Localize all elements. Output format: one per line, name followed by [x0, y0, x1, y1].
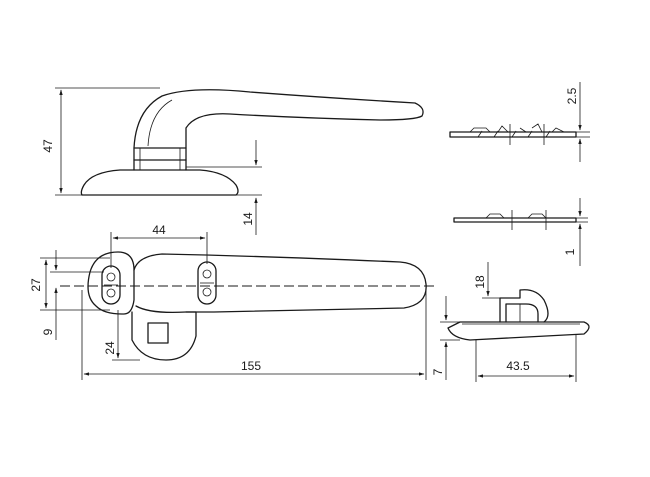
backplate-side-view [449, 123, 577, 145]
dim-47-label: 47 [41, 139, 55, 153]
dim-44-label: 44 [152, 223, 166, 237]
dimension-43-5: 43.5 [475, 334, 577, 382]
dimension-47: 47 [41, 87, 160, 196]
dim-155-label: 155 [241, 359, 261, 373]
dimension-1: 1 [563, 198, 588, 266]
dim-27-label: 27 [29, 278, 43, 292]
dimension-2-5: 2.5 [565, 82, 590, 162]
dimension-7: 7 [431, 296, 460, 380]
dimension-24: 24 [103, 310, 140, 361]
dimension-155: 155 [81, 290, 427, 380]
dim-43-5-label: 43.5 [506, 359, 530, 373]
dim-14-label: 14 [241, 212, 255, 226]
dimension-14: 14 [186, 140, 262, 235]
dimension-44: 44 [110, 223, 208, 268]
dimension-27: 27 [29, 257, 110, 311]
dim-9-label: 9 [41, 328, 55, 335]
spacer-side-view [453, 210, 577, 230]
dim-7-label: 7 [431, 368, 445, 375]
dim-24-label: 24 [103, 341, 117, 355]
dim-18-label: 18 [473, 275, 487, 289]
dim-1-label: 1 [563, 248, 577, 255]
side-view-handle [80, 89, 424, 196]
dim-2-5-label: 2.5 [565, 87, 579, 104]
dimension-9: 9 [41, 250, 104, 340]
keeper-side-view [447, 289, 590, 341]
dimension-18: 18 [473, 262, 500, 299]
